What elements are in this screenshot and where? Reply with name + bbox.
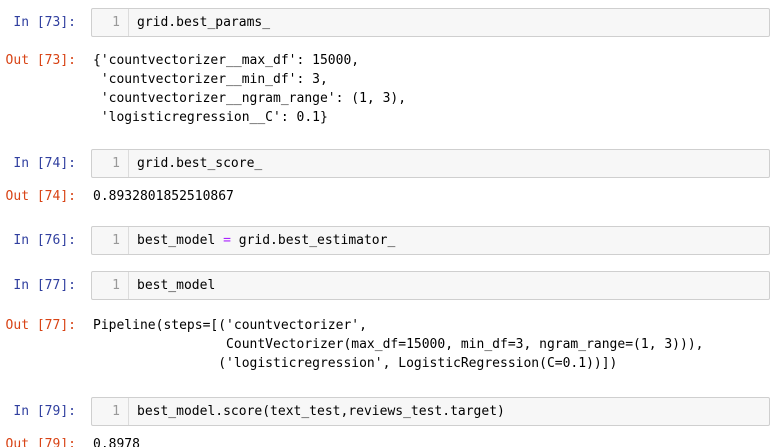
line-number: 1 [92, 9, 129, 36]
output-prompt: Out [74]: [5, 189, 76, 204]
code-cell-74: In [74]: 1 grid.best_score_ [0, 149, 776, 178]
output-text: 0.8932801852510867 [93, 189, 234, 204]
input-prompt: In [74]: [13, 156, 76, 171]
cell-output-77: Out [77]: Pipeline(steps=[('countvectori… [0, 316, 776, 373]
input-prompt: In [73]: [13, 15, 76, 30]
code-cell-input[interactable]: 1 grid.best_score_ [91, 149, 770, 178]
line-number: 1 [92, 227, 129, 254]
cell-output-74: Out [74]: 0.8932801852510867 [0, 187, 776, 206]
output-text: Pipeline(steps=[('countvectorizer', Coun… [93, 318, 704, 371]
line-number: 1 [92, 398, 129, 425]
code-cell-input[interactable]: 1 best_model.score(text_test,reviews_tes… [91, 397, 770, 426]
code-cell-77: In [77]: 1 best_model [0, 271, 776, 300]
code-line[interactable]: grid.best_score_ [137, 156, 263, 171]
code-cell-73: In [73]: 1 grid.best_params_ [0, 8, 776, 37]
code-cell-input[interactable]: 1 grid.best_params_ [91, 8, 770, 37]
code-text: best_model [137, 233, 224, 248]
output-prompt: Out [73]: [5, 53, 76, 68]
code-cell-76: In [76]: 1 best_model = grid.best_estima… [0, 226, 776, 255]
output-text: 0.8978 [93, 437, 140, 447]
line-number: 1 [92, 272, 129, 299]
input-prompt: In [77]: [13, 278, 76, 293]
code-line[interactable]: best_model = grid.best_estimator_ [129, 227, 769, 254]
output-prompt: Out [79]: [5, 437, 76, 447]
operator-token: = [223, 233, 231, 248]
input-prompt: In [79]: [13, 404, 76, 419]
code-line[interactable]: grid.best_params_ [137, 15, 271, 30]
line-number: 1 [92, 150, 129, 177]
output-text: {'countvectorizer__max_df': 15000, 'coun… [93, 53, 407, 125]
code-cell-input[interactable]: 1 best_model = grid.best_estimator_ [91, 226, 770, 255]
code-line[interactable]: best_model [137, 278, 216, 293]
code-cell-79: In [79]: 1 best_model.score(text_test,re… [0, 397, 776, 426]
output-prompt: Out [77]: [5, 318, 76, 333]
code-line[interactable]: best_model.score(text_test,reviews_test.… [137, 404, 505, 419]
cell-output-79: Out [79]: 0.8978 [0, 435, 776, 447]
code-text: grid.best_estimator_ [230, 233, 396, 248]
notebook: In [73]: 1 grid.best_params_ Out [73]: {… [0, 8, 776, 447]
input-prompt: In [76]: [13, 233, 76, 248]
code-cell-input[interactable]: 1 best_model [91, 271, 770, 300]
cell-output-73: Out [73]: {'countvectorizer__max_df': 15… [0, 51, 776, 127]
